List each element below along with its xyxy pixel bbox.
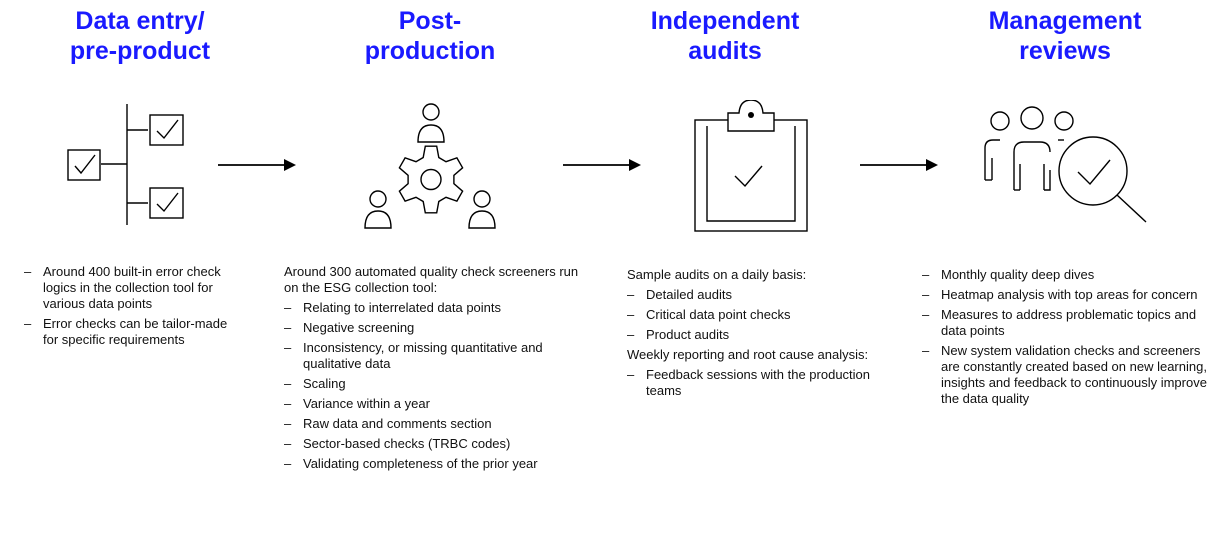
list-item: Heatmap analysis with top areas for conc… <box>922 287 1208 303</box>
arrow-1 <box>218 159 296 171</box>
stage-title-independent-audits: Independent audits <box>650 7 800 65</box>
list-item: Measures to address problematic topics a… <box>922 307 1208 339</box>
list-item: Relating to interrelated data points <box>284 300 579 316</box>
list-item: Detailed audits <box>627 287 889 303</box>
list-item: Feedback sessions with the production te… <box>627 367 889 399</box>
intro-text: Around 300 automated quality check scree… <box>284 264 579 295</box>
list-item: Validating completeness of the prior yea… <box>284 456 579 472</box>
people-magnifier-icon <box>984 106 1147 223</box>
stage-title-post-production: Post- production <box>364 7 496 65</box>
list-item: Scaling <box>284 376 579 392</box>
list-item: Error checks can be tailor-made for spec… <box>24 316 239 348</box>
intro-text-2: Weekly reporting and root cause analysis… <box>627 347 869 362</box>
stage-title-management-reviews: Management reviews <box>988 7 1142 65</box>
checklist-tree-icon <box>67 104 184 225</box>
bullet-list: Detailed audits Critical data point chec… <box>627 287 889 343</box>
bullet-list: Around 400 built-in error check logics i… <box>24 264 239 348</box>
list-item: Negative screening <box>284 320 579 336</box>
stage-text-management-reviews: Monthly quality deep dives Heatmap analy… <box>922 267 1208 411</box>
list-item: Monthly quality deep dives <box>922 267 1208 283</box>
stage-text-data-entry: Around 400 built-in error check logics i… <box>24 264 239 352</box>
list-item: New system validation checks and screene… <box>922 343 1208 407</box>
list-item: Variance within a year <box>284 396 579 412</box>
clipboard-check-icon <box>694 100 808 232</box>
list-item: Inconsistency, or missing quantitative a… <box>284 340 579 372</box>
intro-text: Sample audits on a daily basis: <box>627 267 807 282</box>
list-item: Product audits <box>627 327 889 343</box>
list-item: Around 400 built-in error check logics i… <box>24 264 239 312</box>
list-item: Raw data and comments section <box>284 416 579 432</box>
list-item: Critical data point checks <box>627 307 889 323</box>
bullet-list-2: Feedback sessions with the production te… <box>627 367 889 399</box>
arrow-3 <box>860 159 938 171</box>
stage-text-independent-audits: Sample audits on a daily basis: Detailed… <box>627 267 889 403</box>
list-item: Sector-based checks (TRBC codes) <box>284 436 579 452</box>
stage-title-data-entry: Data entry/ pre-product <box>69 7 211 65</box>
arrow-2 <box>563 159 641 171</box>
stage-text-post-production: Around 300 automated quality check scree… <box>284 264 579 476</box>
bullet-list: Relating to interrelated data points Neg… <box>284 300 579 472</box>
gear-people-icon <box>364 103 496 229</box>
bullet-list: Monthly quality deep dives Heatmap analy… <box>922 267 1208 407</box>
